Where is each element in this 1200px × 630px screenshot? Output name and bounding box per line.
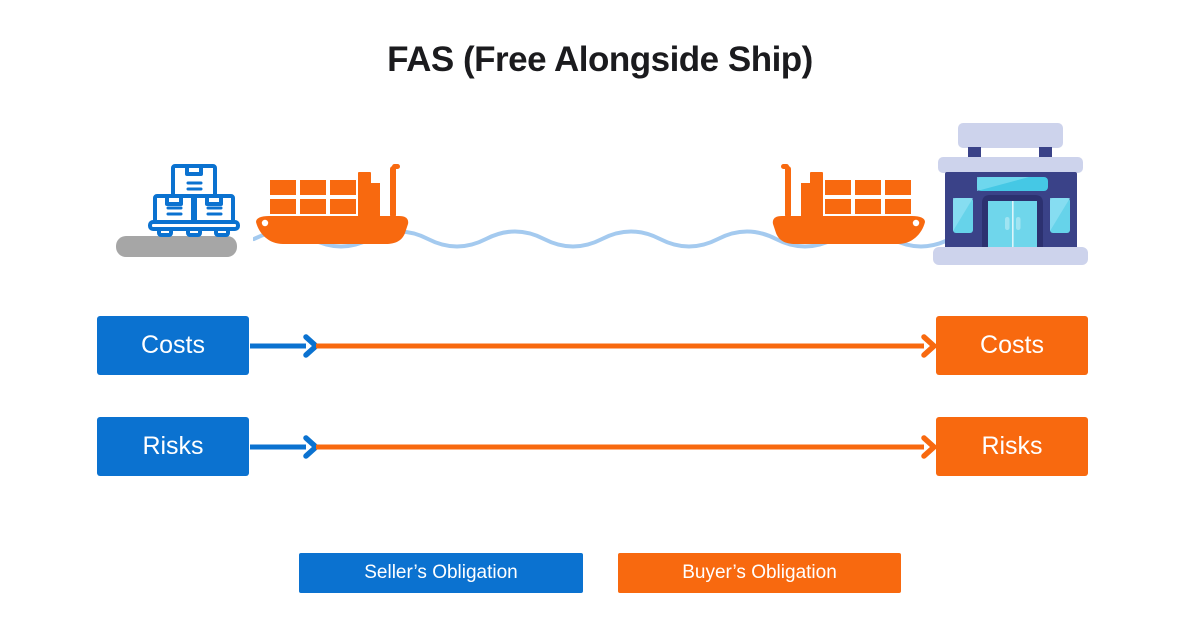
box-label-lines (166, 181, 223, 216)
seller-obligation-legend: Seller’s Obligation (299, 553, 583, 593)
dock-platform (116, 236, 237, 257)
porthole (261, 219, 269, 227)
double-doors (988, 201, 1037, 247)
risks-transfer-arrow (250, 435, 937, 459)
buyer-risks-box: Risks (936, 417, 1088, 476)
page-title: FAS (Free Alongside Ship) (387, 40, 813, 79)
seller-costs-box: Costs (97, 316, 249, 375)
roof (938, 157, 1083, 173)
costs-transfer-arrow (250, 334, 937, 358)
buyer-obligation-legend: Buyer’s Obligation (618, 553, 901, 593)
side-windows (953, 198, 1070, 233)
cargo-ship-departing-icon (256, 164, 409, 244)
seller-risks-box: Risks (97, 417, 249, 476)
building-base (933, 247, 1088, 265)
warehouse-building-icon (933, 123, 1088, 265)
cargo-boxes (148, 164, 240, 237)
porthole (912, 219, 920, 227)
cargo-ship-arriving-icon (772, 164, 925, 244)
roof-sign (958, 123, 1063, 148)
cargo-pallet-icon (116, 164, 240, 257)
buyer-costs-box: Costs (936, 316, 1088, 375)
